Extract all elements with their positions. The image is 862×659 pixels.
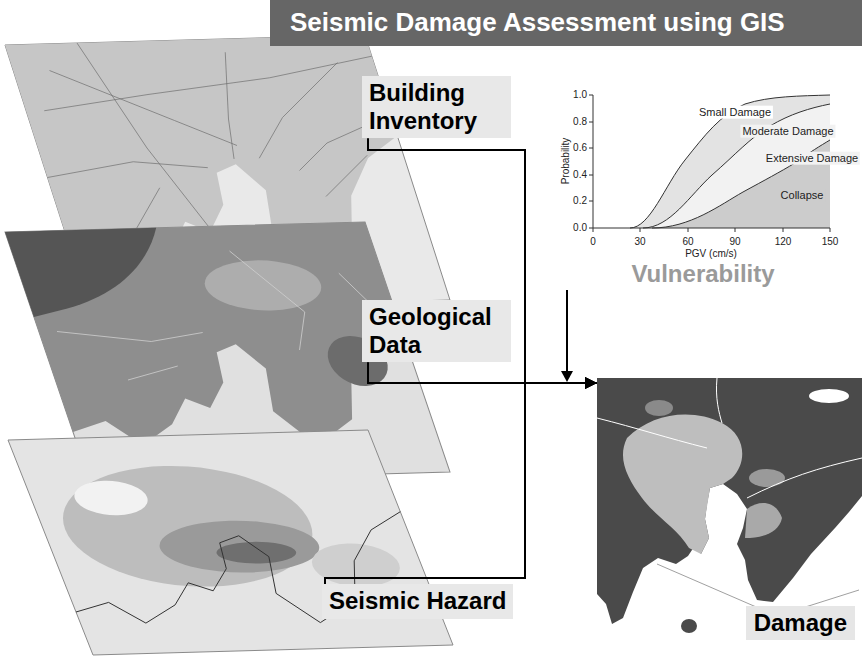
hazard-contour xyxy=(304,542,407,587)
tick-label: 120 xyxy=(775,236,792,248)
layer-label: Building Inventory xyxy=(362,76,511,138)
layer-label: Geological Data xyxy=(362,300,511,362)
node-label: Seismic Hazard xyxy=(329,587,506,615)
flow-connector xyxy=(368,362,597,383)
damage-map-node: Damage xyxy=(597,378,862,643)
title-text: Seismic Damage Assessment using GIS xyxy=(290,8,785,38)
damage-area xyxy=(749,469,785,487)
axis-tick xyxy=(589,95,593,228)
curve-label: Moderate Damage xyxy=(740,125,835,138)
map-plane xyxy=(8,430,453,655)
tick-label: 30 xyxy=(634,236,645,248)
tick-label: 0.0 xyxy=(573,222,587,234)
curve-label: Extensive Damage xyxy=(764,152,860,165)
geology-texture xyxy=(32,248,399,382)
section-label: Vulnerability xyxy=(631,260,774,288)
damage-area xyxy=(623,415,742,554)
damage-region xyxy=(643,104,830,228)
tick-label: 150 xyxy=(822,236,839,248)
tick-label: 0.4 xyxy=(573,169,587,181)
tick-label: 0.2 xyxy=(573,195,587,207)
title-banner: Seismic Damage Assessment using GIS xyxy=(270,0,862,46)
sea-area xyxy=(597,378,862,643)
damage-area xyxy=(645,400,673,416)
tick-label: 90 xyxy=(729,236,740,248)
hazard-contour xyxy=(68,480,154,516)
tick-label: 0.6 xyxy=(573,142,587,154)
input-arrow xyxy=(566,290,568,372)
land-area xyxy=(597,378,862,624)
damage-area xyxy=(745,503,782,538)
river xyxy=(597,378,862,498)
island xyxy=(681,619,697,633)
lake xyxy=(809,389,849,403)
layer-label: Seismic Hazard xyxy=(322,584,513,619)
damage-map xyxy=(597,378,862,643)
axis-tick xyxy=(593,228,830,232)
axis-title: PGV (cm/s) xyxy=(685,248,737,260)
mountain-area xyxy=(5,228,185,317)
fragility-curve xyxy=(643,104,830,228)
damage-label-box: Damage xyxy=(746,606,855,640)
flow-connector xyxy=(325,383,597,584)
arrow-head xyxy=(561,371,573,382)
node-label: Damage xyxy=(754,609,847,637)
hazard-contour xyxy=(150,519,329,575)
tick-label: 0 xyxy=(590,236,596,248)
node-label: Geological Data xyxy=(369,303,504,358)
hazard-contour xyxy=(213,541,301,565)
tick-label: 0.8 xyxy=(573,116,587,128)
plain-area xyxy=(197,259,329,312)
axis-title: Probability xyxy=(560,138,572,185)
node-label: Building Inventory xyxy=(369,79,504,134)
hazard-layer xyxy=(8,430,453,655)
curve-label: Collapse xyxy=(779,189,826,202)
curve-label: Small Damage xyxy=(697,106,773,119)
hazard-contour xyxy=(42,463,334,590)
tick-label: 1.0 xyxy=(573,89,587,101)
tick-label: 60 xyxy=(682,236,693,248)
